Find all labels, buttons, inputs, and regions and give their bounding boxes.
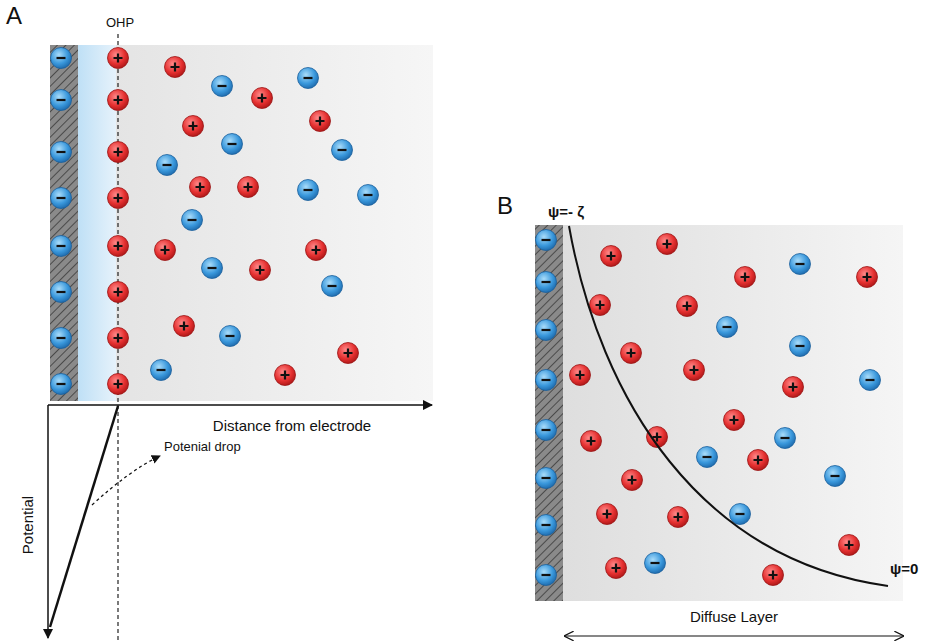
plane-label: OHP — [106, 16, 134, 31]
cation — [174, 316, 195, 337]
axis-label: Distance from electrode — [213, 417, 371, 434]
cation — [310, 111, 331, 132]
cation — [108, 90, 129, 111]
anion — [645, 553, 666, 574]
cation — [190, 177, 211, 198]
potential-label: ψ=0 — [890, 560, 918, 577]
anion — [51, 188, 72, 209]
anion — [51, 282, 72, 303]
anion — [536, 420, 557, 441]
axis-label: Potential — [19, 496, 36, 554]
anion — [536, 272, 557, 293]
anion — [212, 76, 233, 97]
cation — [570, 365, 591, 386]
cation — [590, 295, 611, 316]
panel-letter: B — [497, 192, 513, 220]
cation — [108, 374, 129, 395]
anion — [222, 134, 243, 155]
dimension-label: Diffuse Layer — [690, 608, 778, 625]
cation — [621, 343, 642, 364]
anion — [332, 140, 353, 161]
cation — [306, 240, 327, 261]
cation — [657, 234, 678, 255]
cation — [763, 565, 784, 586]
solution-region — [78, 45, 433, 401]
anion — [358, 185, 379, 206]
leader-arrow — [92, 456, 160, 505]
anion — [825, 466, 846, 487]
cation — [857, 267, 878, 288]
electrode — [50, 45, 78, 401]
cation — [748, 450, 769, 471]
cation — [108, 328, 129, 349]
anion — [51, 236, 72, 257]
anion — [298, 68, 319, 89]
anion — [51, 328, 72, 349]
solution-region — [563, 225, 903, 601]
anion — [775, 428, 796, 449]
potential-label: ψ=- ζ — [548, 203, 584, 220]
anion — [536, 230, 557, 251]
cation — [839, 535, 860, 556]
anion — [182, 210, 203, 231]
anion — [536, 370, 557, 391]
cation — [238, 177, 259, 198]
anion — [790, 336, 811, 357]
anion — [151, 360, 172, 381]
cation — [275, 365, 296, 386]
cation — [252, 88, 273, 109]
cation — [684, 360, 705, 381]
anion — [322, 276, 343, 297]
cation — [677, 296, 698, 317]
anion — [536, 515, 557, 536]
anion — [51, 90, 72, 111]
cation — [108, 142, 129, 163]
anion — [202, 258, 223, 279]
panel-letter: A — [6, 2, 22, 30]
cation — [108, 48, 129, 69]
potential-curve — [569, 226, 888, 586]
cation — [581, 431, 602, 452]
dimension-arrow — [565, 635, 903, 636]
annotation: Potenial drop — [164, 440, 241, 455]
anion — [157, 155, 178, 176]
distance-axis — [48, 404, 432, 406]
cation — [155, 240, 176, 261]
anion — [51, 142, 72, 163]
anion — [51, 374, 72, 395]
cation — [622, 470, 643, 491]
cation — [183, 116, 204, 137]
anion — [298, 180, 319, 201]
cation — [108, 236, 129, 257]
cation — [783, 377, 804, 398]
cation — [597, 504, 618, 525]
cation — [108, 188, 129, 209]
anion — [790, 254, 811, 275]
cation — [724, 410, 745, 431]
anion — [536, 565, 557, 586]
cation — [250, 260, 271, 281]
anion — [730, 504, 751, 525]
anion — [51, 48, 72, 69]
ions — [51, 48, 881, 586]
anion — [536, 320, 557, 341]
anion — [717, 317, 738, 338]
electrode — [535, 225, 563, 601]
anion — [536, 468, 557, 489]
potential-line — [50, 406, 118, 627]
cation — [108, 282, 129, 303]
cation — [606, 558, 627, 579]
cation — [165, 57, 186, 78]
cation — [668, 507, 689, 528]
cation — [735, 267, 756, 288]
anion — [220, 326, 241, 347]
cation — [601, 246, 622, 267]
cation — [338, 343, 359, 364]
anion — [860, 370, 881, 391]
anion — [697, 447, 718, 468]
potential-axis — [47, 405, 49, 638]
